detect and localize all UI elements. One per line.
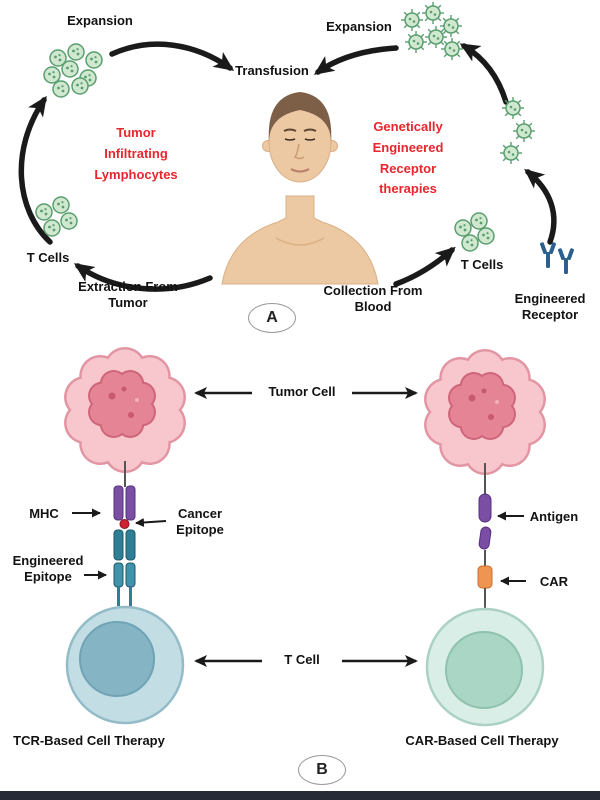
- car-therapy-caption: CAR-Based Cell Therapy: [405, 733, 559, 748]
- mhc-label: MHC: [29, 506, 59, 521]
- human-figure: [221, 92, 379, 285]
- engineered-epitope-label: Engineered Epitope: [12, 553, 84, 585]
- engineered-receptor-cycle-title: Genetically Engineered Receptor therapie…: [372, 119, 444, 197]
- t-cell-right-art: [425, 607, 545, 727]
- extraction-from-tumor-label: Extraction From Tumor: [78, 279, 178, 311]
- pointer-arrows: [194, 387, 418, 667]
- tumor-cell-right: [424, 348, 546, 476]
- t-cell-label: T Cell: [284, 652, 320, 667]
- tumor-cell-left: [64, 346, 186, 474]
- label-arrows: [72, 508, 526, 586]
- t-cell-left-art: [65, 605, 185, 725]
- tcr-therapy-caption: TCR-Based Cell Therapy: [13, 733, 165, 748]
- tumor-cell-label: Tumor Cell: [268, 384, 336, 399]
- car-label: CAR: [539, 574, 569, 589]
- antigen-car-complex: [477, 463, 493, 614]
- t-cells-label-left: T Cells: [26, 250, 70, 265]
- panel-b-badge: B: [298, 755, 346, 785]
- transfusion-label: Transfusion: [235, 63, 309, 78]
- left-cycle-arrows: [18, 41, 235, 292]
- cancer-epitope-label: Cancer Epitope: [176, 506, 224, 538]
- panel-a-badge: A: [248, 303, 296, 333]
- engineered-receptor-label: Engineered Receptor: [514, 291, 586, 323]
- expansion-cluster-left: [43, 43, 103, 98]
- t-cells-label-right: T Cells: [460, 257, 504, 272]
- bottom-bar: [0, 791, 600, 800]
- engineered-cells-right: [499, 96, 536, 165]
- right-cycle-arrows: [313, 43, 557, 287]
- expansion-label-left: Expansion: [67, 13, 133, 28]
- engineered-receptor-icons: [539, 241, 575, 274]
- collection-from-blood-label: Collection From Blood: [323, 283, 423, 315]
- expansion-cluster-right: [400, 1, 464, 61]
- til-cycle-title: Tumor Infiltrating Lymphocytes: [94, 125, 178, 182]
- t-cells-cluster-right: [454, 212, 495, 252]
- antigen-label: Antigen: [529, 509, 579, 524]
- mhc-tcr-complex: [113, 461, 136, 606]
- expansion-label-right: Expansion: [326, 19, 392, 34]
